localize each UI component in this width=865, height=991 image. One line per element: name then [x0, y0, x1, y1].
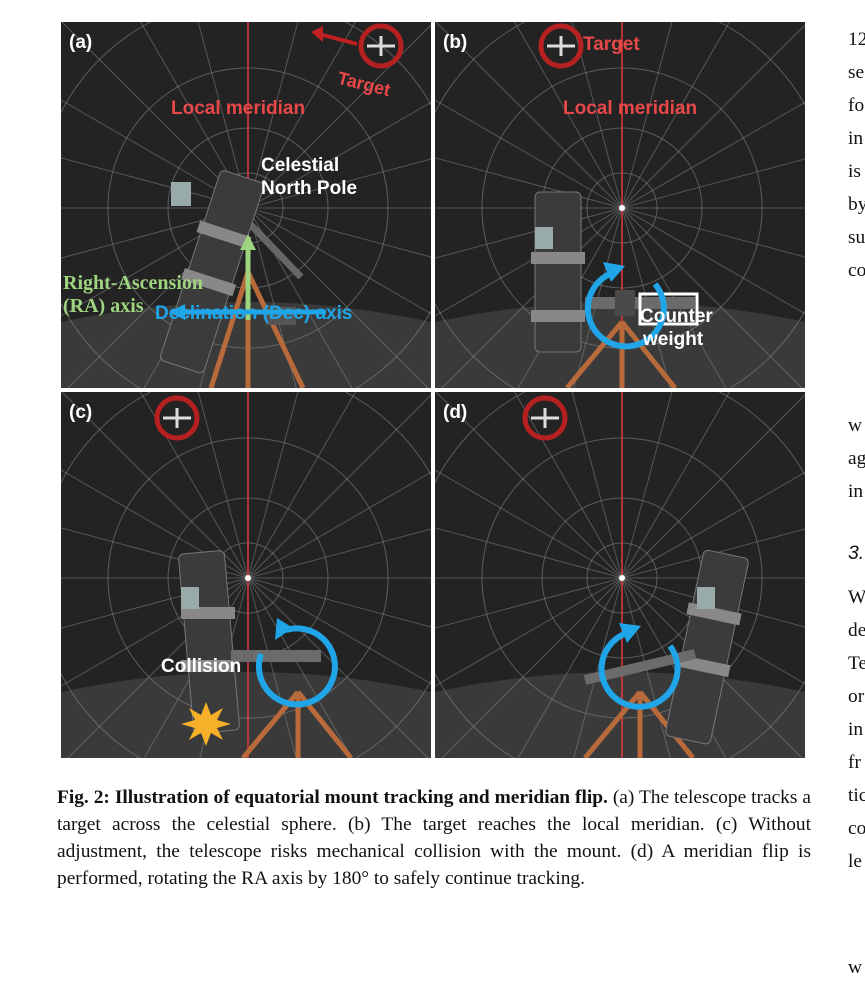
caption-text: (a) The telescope tracks a target across… — [57, 787, 811, 889]
col-line: 3. — [848, 542, 865, 564]
telescope-c-graphic — [178, 550, 353, 758]
col-line: ag — [848, 448, 865, 469]
panel-c-label: (c) — [69, 402, 93, 423]
col-line: Te — [848, 653, 865, 674]
col-line: 12 — [848, 29, 865, 50]
telescope-a-graphic — [160, 170, 306, 388]
figure: (a) Target Local meridian Celestial Nort… — [61, 22, 807, 760]
panel-b-label: (b) — [443, 32, 468, 53]
celestial-pole-label-line2: North Pole — [261, 178, 358, 199]
panel-b: (b) Target Local meridian Counter weight — [435, 22, 805, 388]
panel-c: (c) Collision — [61, 392, 431, 758]
target-icon-c — [154, 395, 200, 441]
telescope-b-graphic — [531, 191, 699, 388]
col-line: is — [848, 161, 861, 182]
col-line: su — [848, 227, 865, 248]
col-line: by — [848, 194, 865, 215]
telescope-d-graphic — [583, 549, 749, 758]
col-line: W — [848, 587, 865, 608]
col-line: w — [848, 415, 863, 436]
ra-axis-label-line2: (RA) axis — [63, 295, 144, 317]
target-icon-b — [538, 23, 584, 69]
col-line: se — [848, 62, 865, 83]
col-line: de — [848, 620, 865, 641]
col-line: in — [848, 719, 864, 740]
col-line: fr — [848, 752, 861, 773]
axis-arrows-a — [169, 234, 326, 320]
col-line: or — [848, 686, 865, 707]
collision-label: Collision — [161, 656, 242, 677]
celestial-pole-label-line1: Celestial — [261, 155, 340, 176]
panel-d: (d) — [435, 392, 805, 758]
col-line: le — [848, 851, 862, 872]
ra-axis-label-line1: Right-Ascension — [63, 272, 204, 294]
target-label-b: Target — [583, 34, 640, 55]
local-meridian-label-a: Local meridian — [171, 98, 306, 119]
celestial-grid — [61, 392, 431, 758]
col-line: in — [848, 128, 864, 149]
col-line: w — [848, 957, 863, 978]
local-meridian-label-b: Local meridian — [563, 98, 698, 119]
panel-d-label: (d) — [443, 402, 468, 423]
counter-weight-label-line1: Counter — [640, 306, 713, 327]
col-line: co — [848, 818, 865, 839]
panel-a-label: (a) — [69, 32, 93, 53]
counter-weight-label-line2: weight — [643, 329, 704, 350]
target-icon-d — [522, 395, 568, 441]
col-line: co — [848, 260, 865, 281]
target-icon-a — [311, 23, 404, 69]
col-line: fo — [848, 95, 865, 116]
figure-caption: Fig. 2: Illustration of equatorial mount… — [57, 784, 811, 892]
caption-title: Fig. 2: Illustration of equatorial mount… — [57, 787, 608, 808]
panel-a: (a) Target Local meridian Celestial Nort… — [61, 22, 431, 388]
col-line: in — [848, 481, 864, 502]
col-line: tic — [848, 785, 865, 806]
